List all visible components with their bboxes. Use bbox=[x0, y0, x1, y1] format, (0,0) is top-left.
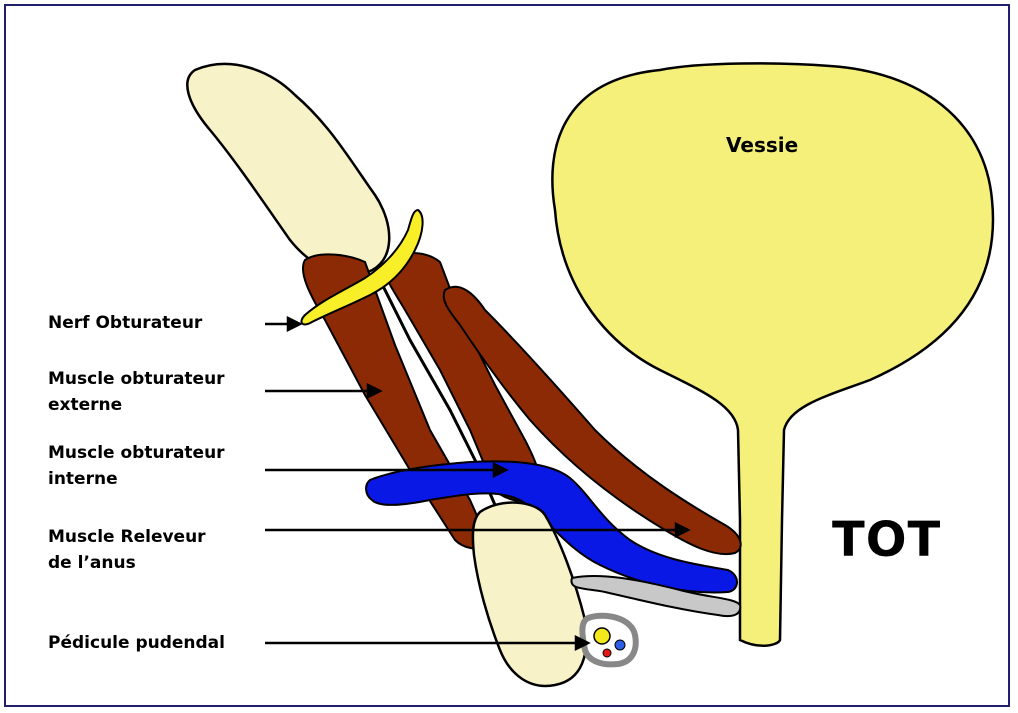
vessel-red bbox=[603, 649, 611, 657]
label-muscle-obturateur-externe-line2: externe bbox=[48, 394, 122, 416]
label-muscle-releveur-line2: de l’anus bbox=[48, 552, 136, 574]
vessel-yellow bbox=[594, 628, 610, 644]
label-nerf-obturateur: Nerf Obturateur bbox=[48, 312, 202, 334]
upper-bone bbox=[187, 64, 389, 275]
arrow-nerf-head bbox=[288, 318, 300, 330]
label-muscle-obturateur-interne-line1: Muscle obturateur bbox=[48, 442, 225, 464]
label-tot: TOT bbox=[832, 512, 941, 568]
label-muscle-obturateur-externe-line1: Muscle obturateur bbox=[48, 368, 225, 390]
label-muscle-obturateur-interne-line2: interne bbox=[48, 468, 118, 490]
label-vessie: Vessie bbox=[726, 133, 798, 157]
vessel-blue bbox=[615, 640, 625, 650]
label-muscle-releveur-line1: Muscle Releveur bbox=[48, 526, 206, 548]
label-pedicule-pudendal: Pédicule pudendal bbox=[48, 632, 225, 654]
